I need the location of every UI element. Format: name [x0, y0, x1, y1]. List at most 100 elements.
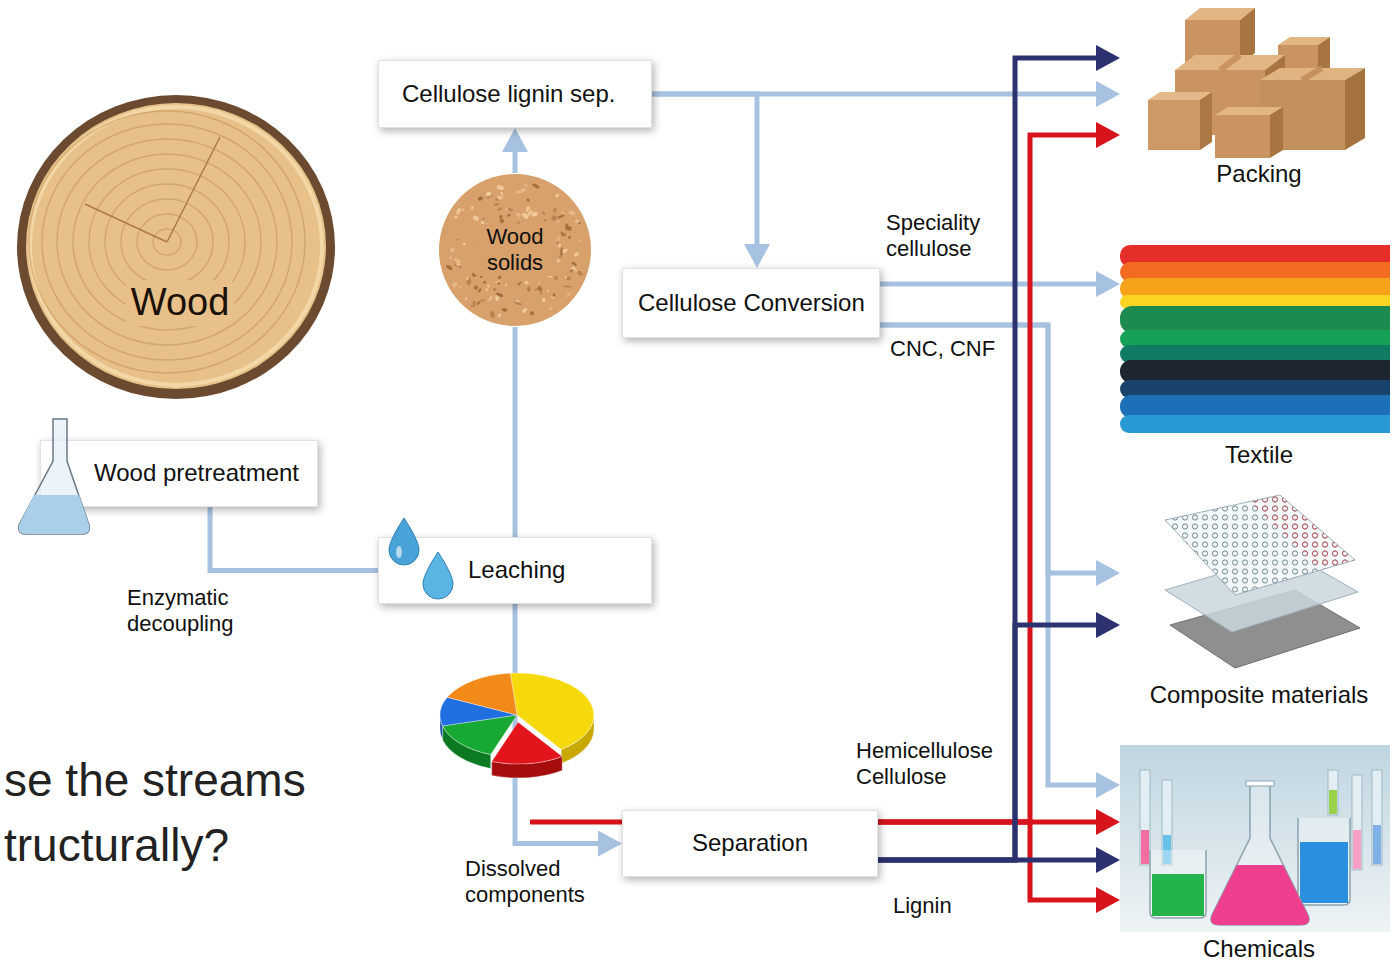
flask-icon [19, 419, 90, 534]
packing-boxes-picture [1302, 68, 1322, 80]
flow-connector [880, 282, 1108, 287]
packing-boxes-picture [1220, 55, 1240, 70]
process-box: Leaching [378, 537, 652, 604]
wood-solids-shape [579, 239, 582, 242]
wood-solids-shape [569, 269, 574, 273]
pie-chart-picture [492, 722, 563, 778]
wood-solids-shape [554, 276, 558, 281]
wood-solids-shape [504, 283, 507, 286]
flow-connector [210, 507, 378, 571]
wood-solids-shape [560, 247, 563, 255]
edge-label: Dissolved components [465, 856, 605, 909]
water-drops-icon [387, 516, 467, 601]
wood-solids-shape [557, 220, 560, 222]
composite-layers-picture [1165, 495, 1355, 595]
text-group: Textile [1120, 441, 1396, 470]
chemicals-picture [1373, 825, 1381, 864]
wood-solids-shape [565, 225, 573, 231]
chemicals-picture [1211, 785, 1309, 925]
wood-solids-shape [493, 202, 499, 206]
packing-boxes-picture [1200, 92, 1212, 150]
composite-layers-picture [1165, 495, 1360, 668]
edge-label: Lignin [893, 893, 983, 919]
chemicals-picture [1140, 770, 1150, 865]
process-label: Cellulose Conversion [638, 289, 865, 318]
chemicals-picture [1120, 745, 1390, 932]
packing-boxes-picture [1148, 92, 1212, 150]
process-box: Cellulose lignin sep. [378, 60, 652, 128]
wood-solids-shape [439, 174, 591, 326]
wood-solids-shape [548, 307, 552, 310]
text-group: Leaching [468, 556, 565, 585]
wood-solids-shape [514, 301, 522, 306]
edge-label: Enzymatic decoupling [127, 585, 245, 638]
wood-solids-shape [526, 198, 530, 203]
wood-solids-shape [532, 183, 540, 190]
flask-icon [15, 415, 95, 537]
flow-connector [652, 94, 757, 256]
pie-chart-picture [492, 722, 563, 764]
wood-solids-shape [488, 295, 494, 302]
chemicals-picture [1352, 775, 1362, 870]
wood-solids-shape [507, 208, 514, 212]
chemicals-picture [1211, 865, 1309, 925]
wood-solids-shape [515, 212, 521, 217]
process-box: Cellulose Conversion [622, 268, 880, 338]
edge-label: Hemicellulose Cellulose [856, 738, 1006, 791]
wood-solids-shape [471, 206, 474, 210]
wood-solids-shape [524, 183, 528, 187]
flask-icon [19, 495, 90, 534]
wood-solids-shape [515, 299, 522, 306]
wood-log-shape [30, 107, 322, 385]
wood-solids-shape [571, 261, 577, 267]
flow-connector [513, 140, 518, 173]
chemicals-picture [1372, 770, 1382, 865]
packing-boxes-picture [1215, 115, 1270, 158]
wood-solids-shape [470, 304, 476, 308]
packing-boxes-picture [1148, 100, 1200, 150]
wood-solids-shape [478, 196, 484, 201]
wood-solids-shape [496, 184, 505, 190]
wood-solids-shape [497, 282, 500, 285]
wood-solids-shape [455, 207, 461, 215]
water-drops-icon [423, 552, 453, 599]
wood-solids-shape [486, 191, 492, 196]
packing-boxes-picture [1215, 107, 1283, 158]
wood-solids-shape [573, 251, 580, 257]
wood-solids-shape [497, 313, 502, 318]
wood-solids-shape [449, 256, 452, 260]
flow-connector [880, 325, 1108, 573]
textile-picture [1120, 245, 1390, 433]
wood-solids-shape [542, 298, 546, 303]
chemicals-picture [1353, 830, 1361, 869]
chemicals-picture [1141, 830, 1149, 864]
pie-chart-picture [440, 673, 594, 778]
wood-solids-shape [552, 293, 556, 297]
wood-solids-shape [479, 299, 486, 302]
product-picture: Packing [1120, 0, 1396, 195]
pie-chart-picture [447, 673, 517, 715]
chemicals-picture [1298, 818, 1350, 905]
process-label: Separation [692, 829, 808, 858]
wood-solids-shape [569, 266, 576, 273]
text-group: Composite materials [1120, 681, 1396, 710]
product-picture: Composite materials [1120, 490, 1396, 712]
wood-solids-shape [472, 215, 480, 222]
wood-solids-shape [526, 208, 530, 212]
wood-log-shape [26, 103, 326, 389]
node-label: Composite materials [1150, 681, 1369, 710]
wood-log-shape [29, 111, 305, 373]
process-box: Wood pretreatment [40, 440, 318, 507]
wood-log-shape [17, 95, 335, 399]
node-label: Textile [1225, 441, 1293, 470]
chemicals-picture [1246, 781, 1274, 786]
chemicals-picture [1300, 842, 1348, 903]
wood-solids-shape [537, 285, 543, 292]
flow-connector [880, 325, 1108, 785]
packing-boxes-picture [1148, 8, 1365, 158]
chemicals-picture [1328, 770, 1338, 815]
wood-solids-shape [525, 205, 531, 211]
text-group: Cellulose lignin sep. [402, 80, 615, 109]
water-drops-icon [396, 546, 402, 558]
wood-solids-shape [502, 308, 508, 311]
